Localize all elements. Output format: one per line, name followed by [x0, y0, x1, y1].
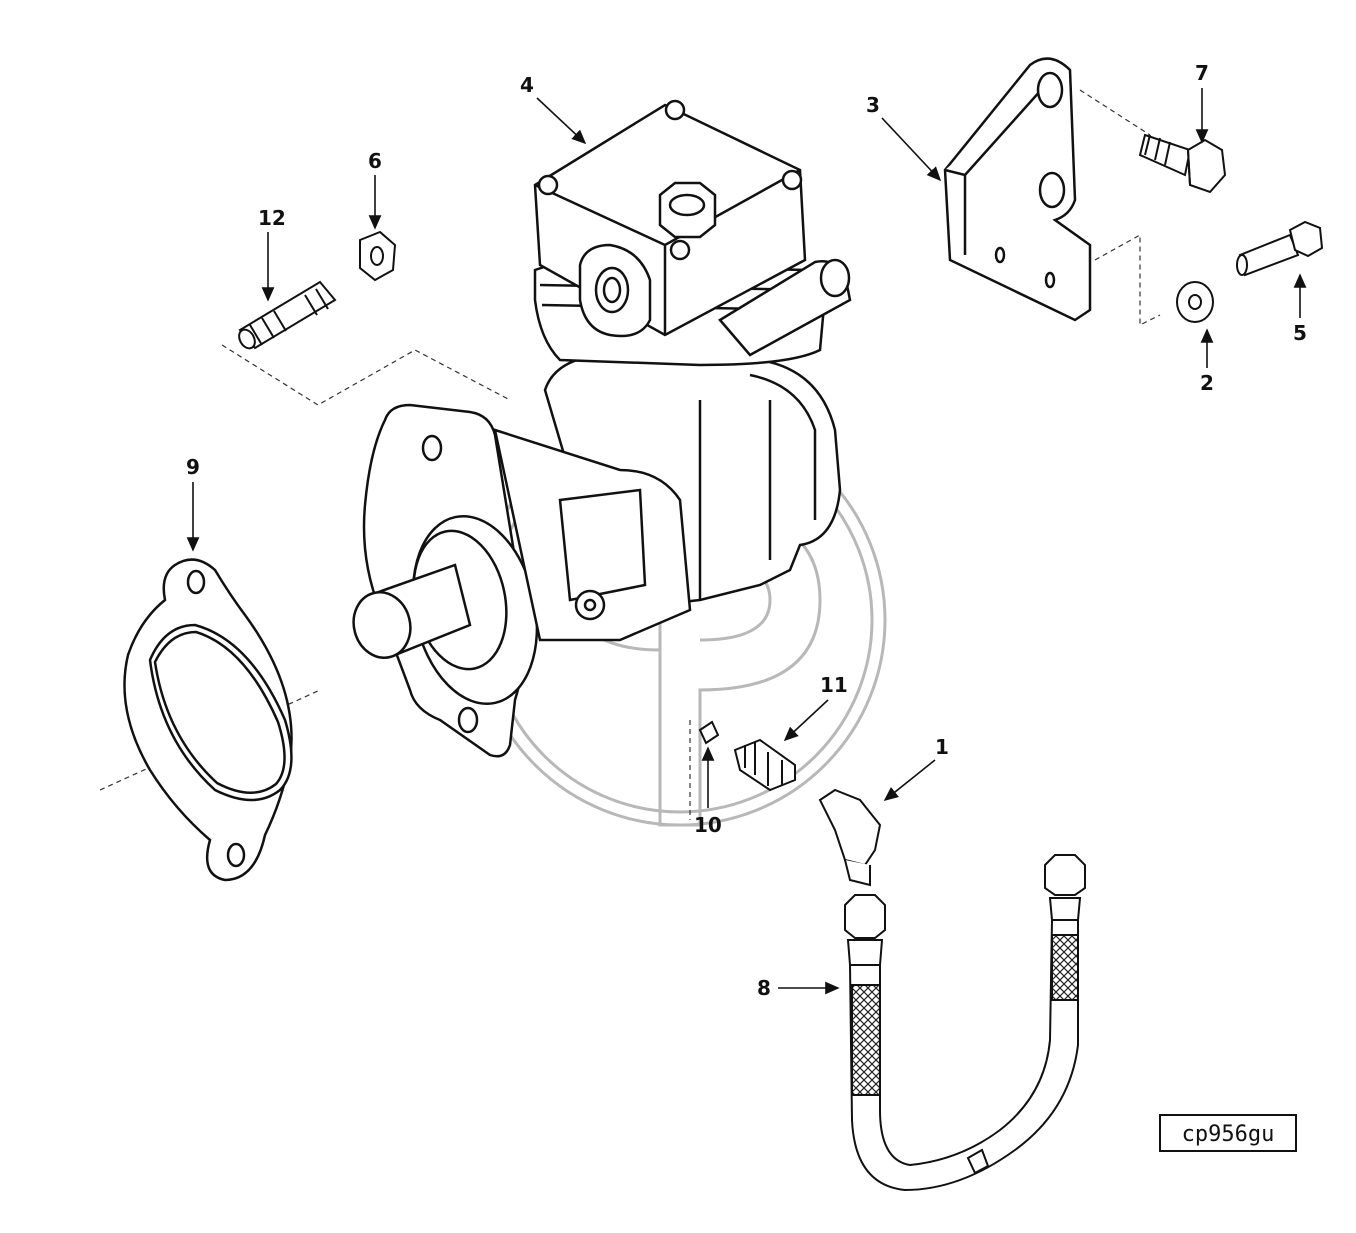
leader-arrows — [186, 88, 1307, 995]
nut-part-6 — [359, 230, 397, 282]
figure-id: cp956gu — [1182, 1122, 1275, 1147]
figure-id-box: cp956gu — [1159, 1114, 1297, 1152]
callout-11: 11 — [820, 673, 848, 697]
callout-labels: 4 12 6 3 7 5 2 9 11 10 1 8 — [186, 61, 1307, 1000]
stud-part-12 — [238, 280, 337, 350]
callout-9: 9 — [186, 455, 200, 479]
gasket-part-9 — [123, 558, 293, 882]
callout-10: 10 — [694, 813, 722, 837]
washer-part-2 — [1176, 281, 1214, 323]
callout-12: 12 — [258, 206, 286, 230]
callout-7: 7 — [1195, 61, 1209, 85]
callout-5: 5 — [1293, 321, 1307, 345]
callout-3: 3 — [866, 93, 880, 117]
callout-8: 8 — [757, 976, 771, 1000]
adapter-part-11 — [733, 738, 796, 792]
bolt-part-5 — [1236, 220, 1324, 277]
air-compressor-part-4 — [352, 99, 852, 758]
plug-part-10 — [698, 720, 720, 745]
elbow-part-1 — [818, 788, 882, 887]
callout-4: 4 — [520, 73, 534, 97]
callout-1: 1 — [935, 735, 949, 759]
hose-part-8 — [844, 854, 1086, 1192]
bolt-part-7 — [1138, 133, 1227, 194]
bracket-part-3 — [943, 57, 1092, 322]
callout-6: 6 — [368, 149, 382, 173]
callout-2: 2 — [1200, 371, 1214, 395]
